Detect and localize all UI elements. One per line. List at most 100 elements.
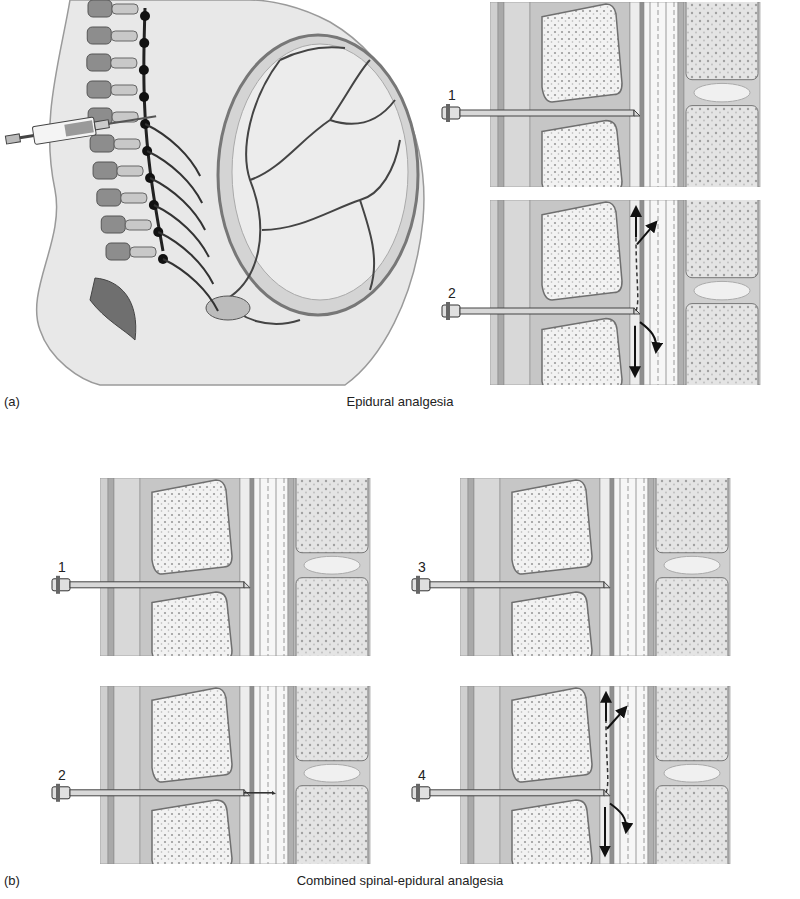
illustration-part <box>512 480 592 574</box>
illustration-part <box>296 786 368 864</box>
illustration-part <box>686 106 758 187</box>
illustration-part <box>163 259 218 311</box>
illustration-part <box>250 120 330 180</box>
illustration-part <box>490 200 498 385</box>
illustration-part <box>276 478 277 656</box>
illustration-part <box>606 722 608 793</box>
illustration-part <box>100 478 108 656</box>
illustration-part <box>125 220 151 230</box>
illustration-part <box>250 686 254 864</box>
illustration-part <box>412 787 430 799</box>
panel-caption: Combined spinal-epidural analgesia <box>297 874 504 889</box>
illustration-part <box>330 100 395 124</box>
illustration-part <box>150 178 205 230</box>
illustration-part <box>296 478 368 553</box>
illustration-part <box>640 2 644 187</box>
illustration-part <box>648 686 654 864</box>
illustration-part <box>468 478 474 656</box>
illustration-part <box>114 139 140 149</box>
illustration-part <box>304 764 360 782</box>
panel-letter: (a) <box>4 395 20 410</box>
illustration-part <box>296 578 368 656</box>
illustration-part <box>97 189 121 206</box>
illustration-part <box>111 85 137 95</box>
illustration-part <box>244 582 250 588</box>
illustration-part <box>605 693 607 721</box>
illustration-part <box>504 200 530 385</box>
illustration-part <box>108 686 114 864</box>
illustration-part <box>656 786 728 864</box>
illustration-part <box>446 104 450 122</box>
illustration-part <box>284 686 285 864</box>
illustration-part <box>600 686 610 864</box>
illustration-part <box>542 4 622 102</box>
illustration-part <box>666 2 667 187</box>
illustration-part <box>288 686 294 864</box>
illustration-part <box>686 304 758 385</box>
illustration-part <box>106 243 130 260</box>
illustration-part <box>610 803 626 831</box>
illustration-part <box>512 800 592 864</box>
illustration-part <box>244 792 272 794</box>
callout-number: 4 <box>418 767 426 783</box>
illustration-part <box>158 232 213 284</box>
illustration-part <box>656 686 728 761</box>
illustration-part <box>114 686 140 864</box>
illustration-part <box>648 478 654 656</box>
illustration-part <box>460 478 468 656</box>
illustration-part <box>268 686 269 864</box>
illustration-part <box>52 787 70 799</box>
illustration-part <box>512 688 592 782</box>
illustration-part <box>678 200 684 385</box>
illustration-part <box>542 318 622 385</box>
illustration-part <box>634 110 640 116</box>
illustration-part <box>262 140 400 230</box>
illustration-part <box>260 686 261 864</box>
illustration-part <box>152 800 232 864</box>
illustration-part <box>644 478 645 656</box>
illustration-part <box>254 686 288 864</box>
illustration-part <box>87 27 111 44</box>
illustration-part <box>644 2 678 187</box>
illustration-part <box>250 478 254 656</box>
illustration-part <box>474 686 500 864</box>
callout-number: 2 <box>58 767 66 783</box>
illustration-part <box>284 478 285 656</box>
illustration-part <box>666 200 667 385</box>
illustration-part <box>658 2 659 187</box>
section-panel <box>412 468 730 666</box>
illustration-part <box>254 478 288 656</box>
illustration-part <box>268 478 269 656</box>
illustration-part <box>460 308 634 314</box>
illustration-part <box>416 576 420 594</box>
panel-letter: (b) <box>4 874 20 889</box>
illustration-part <box>674 2 675 187</box>
illustration-part <box>5 134 20 144</box>
illustration-part <box>147 151 202 203</box>
body-figure <box>5 0 424 385</box>
illustration-part <box>100 686 370 864</box>
illustration-part <box>460 686 468 864</box>
illustration-part <box>678 2 684 187</box>
callout-number: 2 <box>448 285 456 301</box>
illustration-part <box>628 686 629 864</box>
illustration-part <box>111 58 137 68</box>
illustration-part <box>112 4 138 14</box>
illustration-part <box>644 200 678 385</box>
illustration-part <box>658 200 659 385</box>
illustration-part <box>542 202 622 300</box>
illustration-part <box>121 193 147 203</box>
illustration-part <box>628 478 629 656</box>
illustration-part <box>87 81 111 98</box>
illustration-part <box>636 237 638 311</box>
syringe <box>5 107 158 149</box>
illustration-part <box>686 2 758 80</box>
illustration-part <box>604 807 606 855</box>
callout-number: 1 <box>448 87 456 103</box>
illustration-part <box>232 44 408 300</box>
illustration-part <box>296 686 368 761</box>
illustration-part <box>674 200 675 385</box>
illustration-part <box>276 686 277 864</box>
illustration-part <box>542 120 622 187</box>
